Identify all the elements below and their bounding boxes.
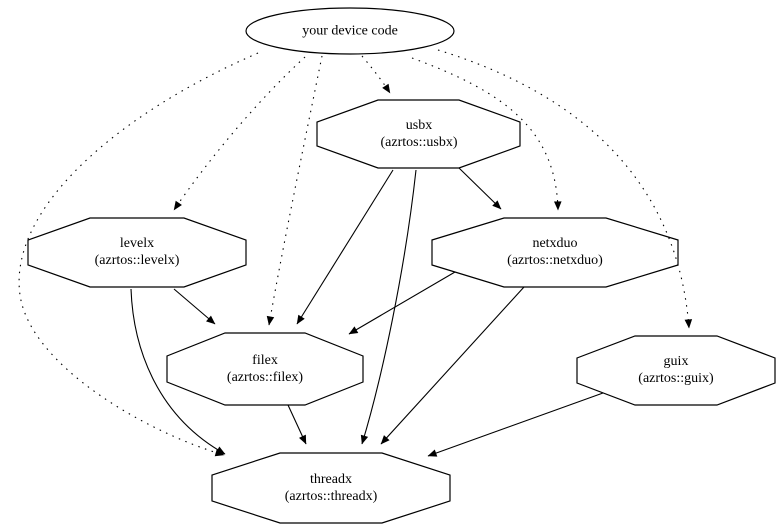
node-levelx-shape xyxy=(27,217,247,288)
edge-device-filex xyxy=(266,55,323,326)
edge-device-usbx xyxy=(361,55,391,94)
edge-usbx-filex xyxy=(296,169,394,325)
node-guix-shape xyxy=(576,335,776,406)
edge-guix-threadx xyxy=(427,392,604,457)
edge-device-netxduo xyxy=(411,57,562,211)
edge-netxduo-threadx xyxy=(380,286,525,445)
edge-levelx-filex xyxy=(173,288,216,325)
edge-device-guix xyxy=(437,49,693,329)
node-usbx-shape xyxy=(316,99,521,169)
edge-netxduo-filex xyxy=(348,271,456,335)
node-filex-shape xyxy=(166,332,364,406)
node-netxduo-shape xyxy=(431,217,679,288)
node-threadx-shape xyxy=(211,452,451,524)
edge-usbx-threadx xyxy=(360,169,417,445)
edge-device-levelx xyxy=(173,56,306,211)
edge-device-threadx xyxy=(18,52,259,457)
edge-usbx-netxduo xyxy=(458,167,502,210)
edge-filex-threadx xyxy=(287,404,307,445)
edge-levelx-threadx xyxy=(130,288,226,455)
node-device-shape xyxy=(245,7,455,55)
